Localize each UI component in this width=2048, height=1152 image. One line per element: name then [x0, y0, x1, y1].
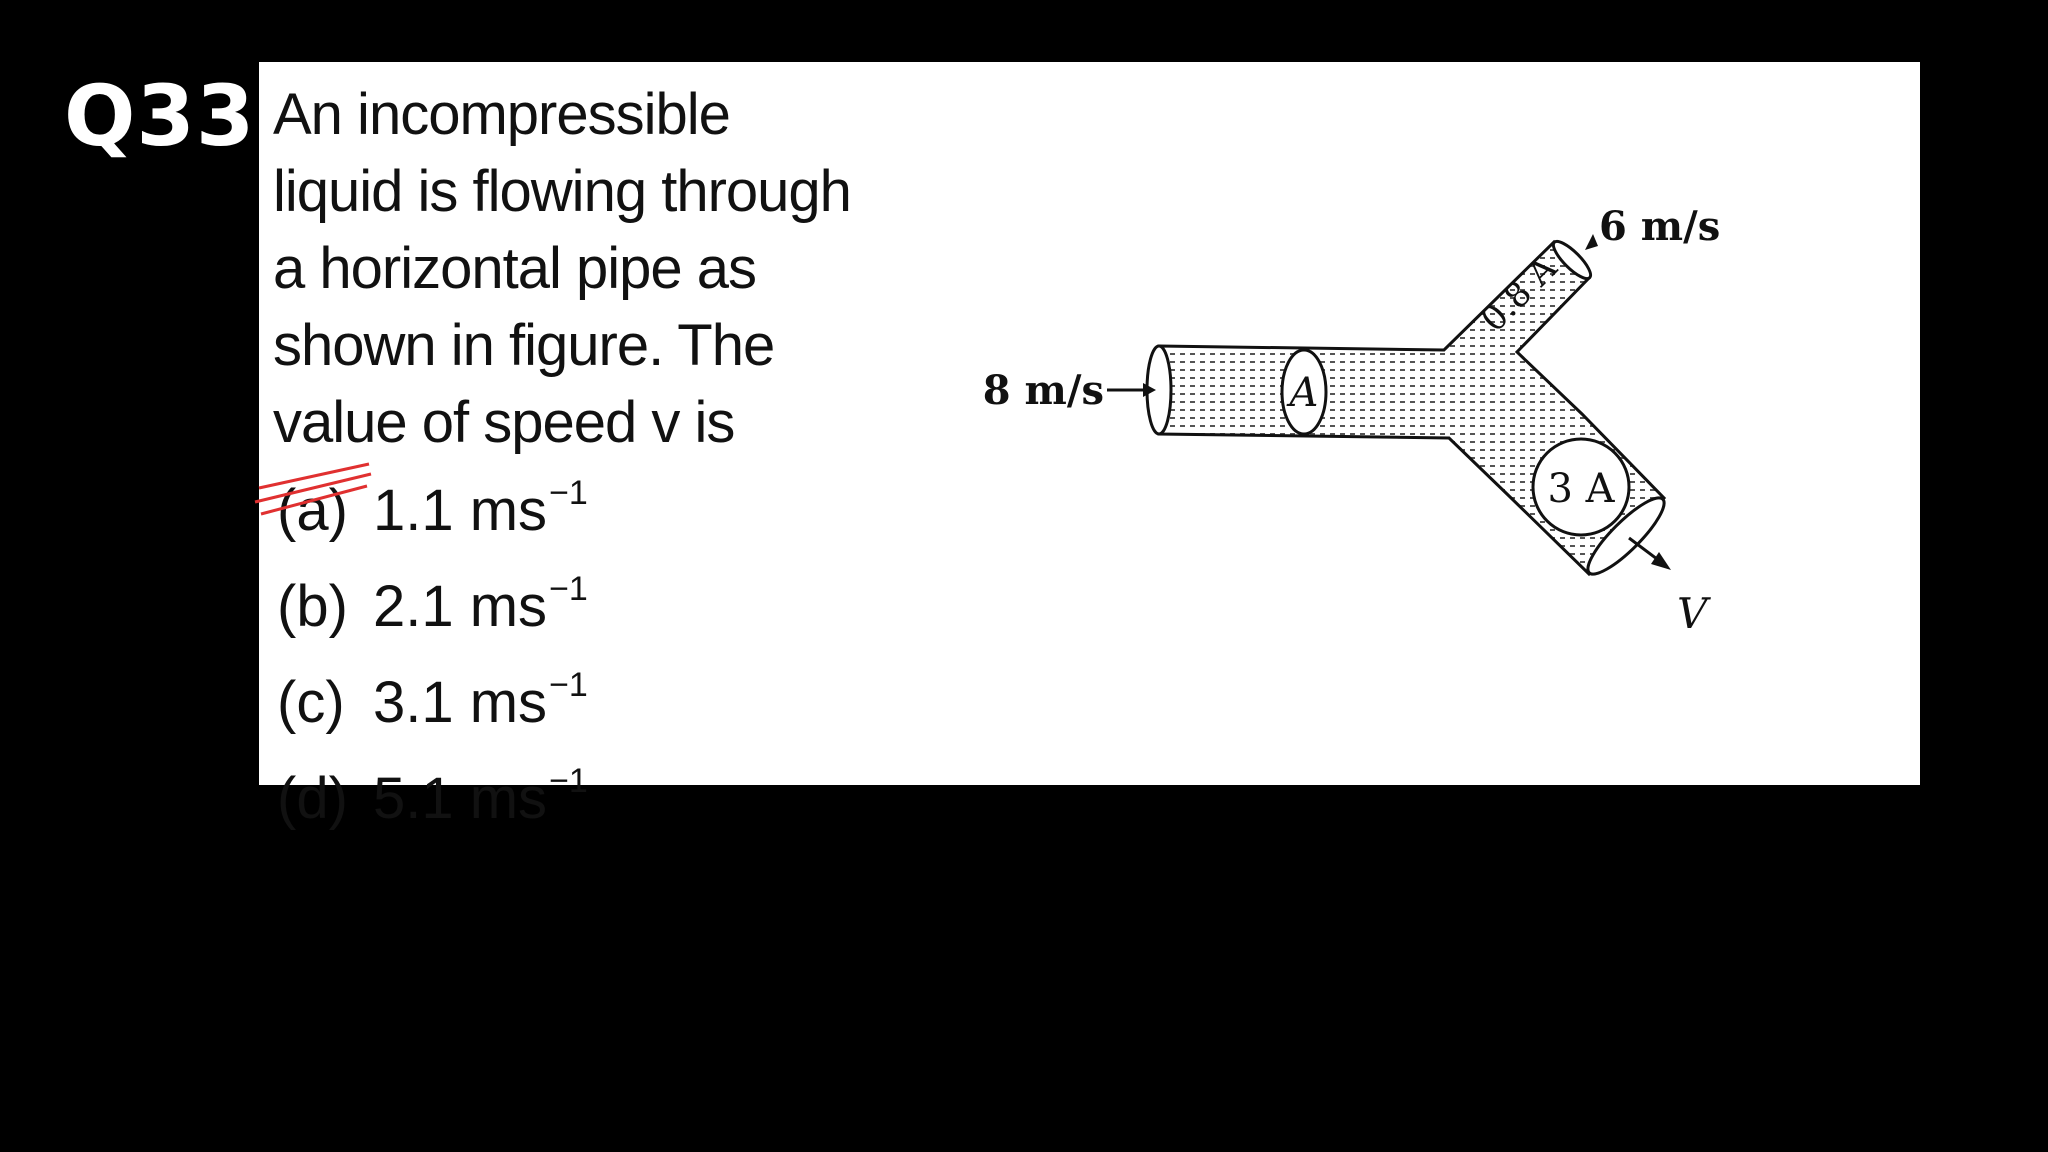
option-exponent: −1 — [549, 570, 588, 608]
question-line: value of speed v is — [273, 390, 735, 455]
question-line: a horizontal pipe as — [273, 236, 757, 301]
option-exponent: −1 — [549, 666, 588, 704]
option-exponent: −1 — [549, 474, 588, 512]
upper-outlet-opening — [1551, 239, 1593, 281]
option-label: (c) — [277, 670, 345, 735]
inlet-cross-section — [1280, 348, 1328, 436]
upper-speed-label: 6 m/s — [1599, 203, 1720, 250]
question-card: An incompressible liquid is flowing thro… — [254, 62, 1920, 831]
question-line: shown in figure. The — [273, 313, 775, 378]
pipe-diagram: A 0.8 A 3 A 8 m/s 6 m/s V — [983, 203, 1720, 638]
question-line: liquid is flowing through — [273, 159, 852, 224]
lower-area-label: 3 A — [1547, 466, 1615, 512]
question-line: An incompressible — [273, 82, 731, 147]
option-exponent: −1 — [549, 762, 588, 800]
lower-outlet-opening — [1586, 496, 1666, 576]
answer-options: (a)1.1 ms−1 (b)2.1 ms−1 (c)3.1 ms−1 (d)5… — [254, 454, 588, 838]
lower-speed-label: V — [1677, 589, 1711, 638]
option-d[interactable]: (d) 5.1 ms−1 — [277, 742, 588, 838]
option-value: 2.1 ms — [373, 574, 548, 639]
option-label: (b) — [277, 574, 348, 639]
option-c[interactable]: (c) 3.1 ms−1 — [277, 646, 588, 742]
inlet-speed-label: 8 m/s — [983, 367, 1104, 414]
lower-cross-section — [1531, 437, 1631, 537]
inlet-area-label: A — [1286, 370, 1319, 416]
question-number: Q33) — [64, 67, 295, 165]
option-label: (d) — [277, 766, 348, 831]
lower-outlet-arrowhead — [1651, 552, 1671, 570]
inlet-arrowhead — [1143, 383, 1156, 397]
question-text: An incompressible liquid is flowing thro… — [273, 76, 852, 461]
option-value: 5.1 ms — [373, 766, 548, 831]
upper-outlet-arrowhead — [1585, 234, 1598, 250]
option-value: 1.1 ms — [373, 478, 548, 543]
option-b[interactable]: (b) 2.1 ms−1 — [277, 550, 588, 646]
option-value: 3.1 ms — [373, 670, 548, 735]
